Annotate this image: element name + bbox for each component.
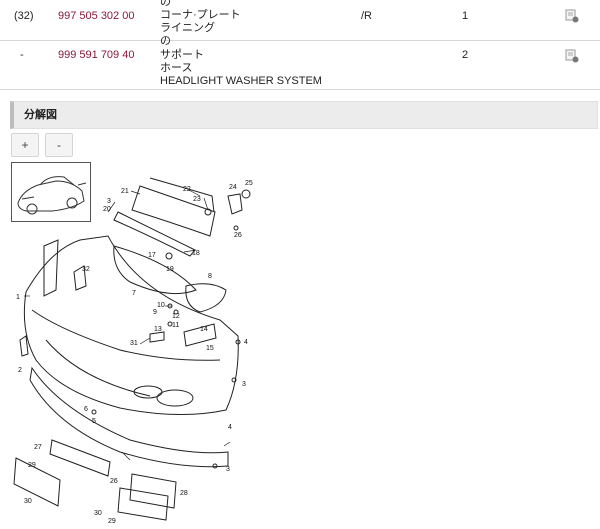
callout-label[interactable]: 23 xyxy=(193,196,201,203)
callout-label[interactable]: 18 xyxy=(192,250,200,257)
callout-label[interactable]: 26 xyxy=(234,232,242,239)
callout-label[interactable]: 21 xyxy=(121,188,129,195)
callout-label[interactable]: 30 xyxy=(94,510,102,517)
callout-label[interactable]: 19 xyxy=(166,266,174,273)
part-description-line: の xyxy=(160,35,171,47)
car-icon xyxy=(17,176,87,215)
part-description-line: ライニング xyxy=(160,22,215,34)
callout-label[interactable]: 3 xyxy=(107,198,111,205)
table-row: (32) 997 505 302 00 の コーナ·プレート ライニング の /… xyxy=(0,0,600,47)
callout-label[interactable]: 22 xyxy=(183,186,191,193)
callout-label[interactable]: 1 xyxy=(16,294,20,301)
part-description-line: HEADLIGHT WASHER SYSTEM xyxy=(160,75,322,87)
callout-label[interactable]: 7 xyxy=(132,290,136,297)
part-description-line: コーナ·プレート xyxy=(160,9,241,21)
part-description-line: サポート xyxy=(160,49,204,61)
callout-label[interactable]: 8 xyxy=(208,273,212,280)
zoom-out-button[interactable]: - xyxy=(45,133,73,157)
section-title: 分解図 xyxy=(24,109,57,121)
table-row: - 999 591 709 40 サポート ホース HEADLIGHT WASH… xyxy=(0,41,600,90)
zoom-in-button[interactable]: + xyxy=(11,133,39,157)
callout-label[interactable]: 25 xyxy=(245,180,253,187)
callout-label[interactable]: 15 xyxy=(206,345,214,352)
callout-label[interactable]: 12 xyxy=(172,313,180,320)
callout-label[interactable]: 14 xyxy=(200,326,208,333)
callout-label[interactable]: 9 xyxy=(153,309,157,316)
quantity: 2 xyxy=(462,49,469,61)
callout-label[interactable]: 13 xyxy=(154,326,162,333)
callout-label[interactable]: 20 xyxy=(103,206,111,213)
callout-label[interactable]: 4 xyxy=(228,424,232,431)
callout-label[interactable]: 3 xyxy=(242,381,246,388)
callout-label[interactable]: 4 xyxy=(244,339,248,346)
callout-label[interactable]: 24 xyxy=(229,184,237,191)
vehicle-thumbnail[interactable] xyxy=(11,162,91,222)
exploded-view-header: 分解図 xyxy=(10,101,598,129)
callout-label[interactable]: 3 xyxy=(226,466,230,473)
part-description-line: の xyxy=(160,0,171,8)
position-number: (32) xyxy=(14,10,34,22)
side-indicator: /R xyxy=(361,10,372,22)
callout-label[interactable]: 26 xyxy=(110,478,118,485)
cart-add-icon[interactable] xyxy=(565,49,579,63)
callout-label[interactable]: 28 xyxy=(180,490,188,497)
part-number-link[interactable]: 997 505 302 00 xyxy=(58,10,135,22)
callout-label[interactable]: 11 xyxy=(172,322,180,329)
callout-label[interactable]: 5 xyxy=(92,418,96,425)
part-description-line: ホース xyxy=(160,62,193,74)
parts-table: (32) 997 505 302 00 の コーナ·プレート ライニング の /… xyxy=(0,0,600,90)
callout-label[interactable]: 17 xyxy=(148,252,156,259)
cart-add-icon[interactable] xyxy=(565,9,579,23)
callout-label[interactable]: 6 xyxy=(84,406,88,413)
callout-label[interactable]: 2 xyxy=(18,367,22,374)
callout-label[interactable]: 29 xyxy=(28,462,36,469)
exploded-diagram xyxy=(13,177,251,521)
callout-label[interactable]: 27 xyxy=(34,444,42,451)
part-number-link[interactable]: 999 591 709 40 xyxy=(58,49,135,61)
callout-label[interactable]: 32 xyxy=(82,266,90,273)
position-number: - xyxy=(20,49,24,61)
callout-label[interactable]: 31 xyxy=(130,340,138,347)
quantity: 1 xyxy=(462,10,469,22)
callout-label[interactable]: 10 xyxy=(157,302,165,309)
callout-label[interactable]: 29 xyxy=(108,518,116,525)
callout-label[interactable]: 30 xyxy=(24,498,32,505)
